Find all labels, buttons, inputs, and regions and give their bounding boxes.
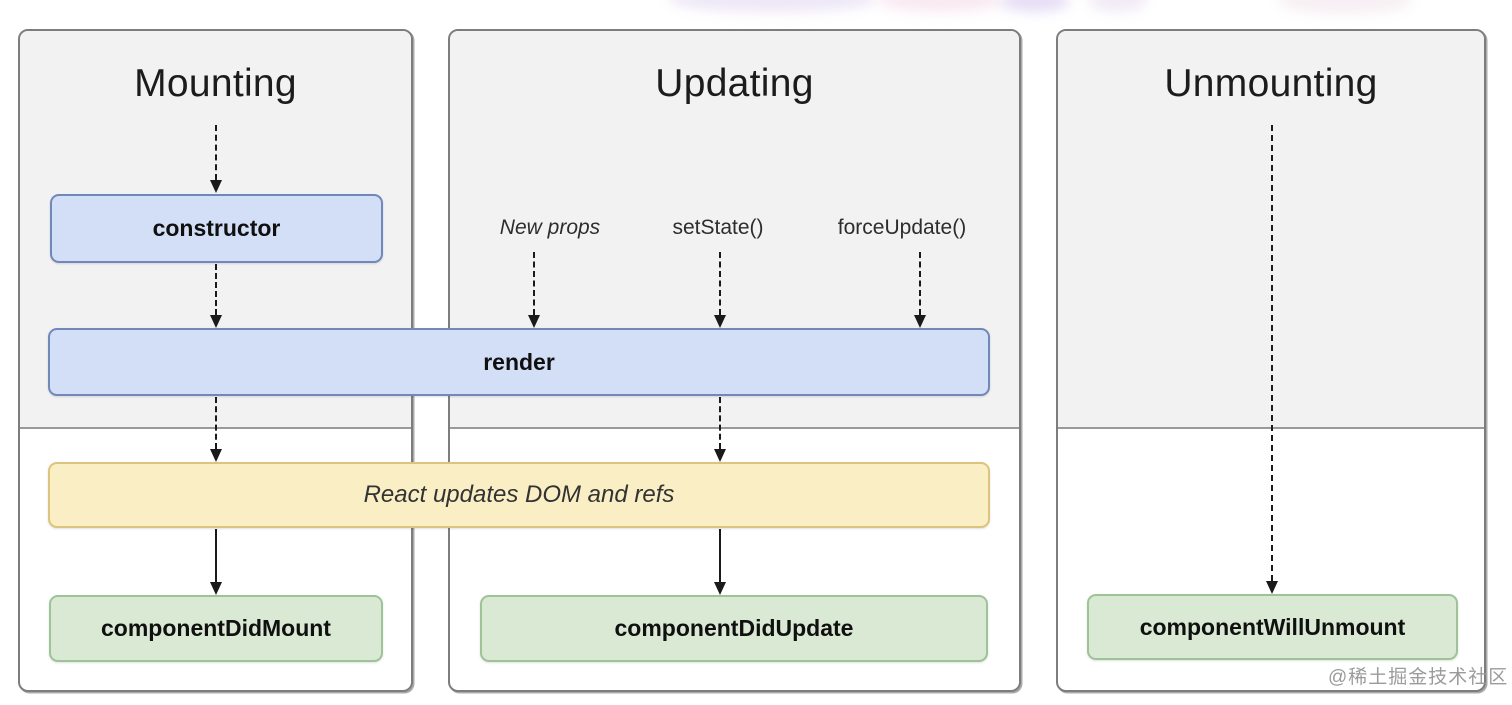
box-react-updates-dom: React updates DOM and refs — [48, 462, 990, 528]
trigger-force-update: forceUpdate() — [837, 216, 967, 239]
arrowhead-icon — [210, 180, 222, 193]
arrow-title-to-constructor — [209, 125, 223, 193]
arrow-new-props-to-render — [527, 252, 541, 328]
box-render: render — [48, 328, 990, 396]
trigger-set-state: setState() — [672, 216, 764, 239]
top-edge-artifact — [878, 0, 1003, 12]
arrowhead-icon — [210, 582, 222, 595]
box-constructor: constructor — [50, 194, 383, 263]
phase-title-unmounting: Unmounting — [1164, 62, 1378, 105]
top-edge-artifact — [668, 0, 878, 12]
arrowhead-icon — [1266, 581, 1278, 594]
arrowhead-icon — [528, 315, 540, 328]
arrowhead-icon — [714, 582, 726, 595]
arrow-set-state-to-render — [713, 252, 727, 328]
box-component-did-update: componentDidUpdate — [480, 595, 988, 662]
arrowhead-icon — [914, 315, 926, 328]
phase-title-updating: Updating — [655, 62, 814, 105]
top-edge-artifact — [1000, 0, 1070, 12]
arrowhead-icon — [210, 315, 222, 328]
arrow-render-to-dom-update — [209, 397, 223, 462]
arrow-render-to-dom-update-updating — [713, 397, 727, 462]
arrowhead-icon — [210, 449, 222, 462]
arrow-dom-update-to-did-mount — [209, 529, 223, 595]
watermark: @稀土掘金技术社区 — [1328, 667, 1509, 688]
arrow-dom-update-to-did-update — [713, 529, 727, 595]
phase-title-mounting: Mounting — [134, 62, 297, 105]
arrow-title-to-will-unmount — [1265, 125, 1279, 594]
arrowhead-icon — [714, 315, 726, 328]
arrowhead-icon — [714, 449, 726, 462]
arrow-constructor-to-render — [209, 264, 223, 328]
arrow-force-update-to-render — [913, 252, 927, 328]
box-component-did-mount: componentDidMount — [49, 595, 383, 662]
trigger-new-props: New props — [499, 216, 601, 239]
top-edge-artifact — [1088, 0, 1148, 12]
box-component-will-unmount: componentWillUnmount — [1087, 594, 1458, 660]
top-edge-artifact — [1278, 0, 1413, 14]
